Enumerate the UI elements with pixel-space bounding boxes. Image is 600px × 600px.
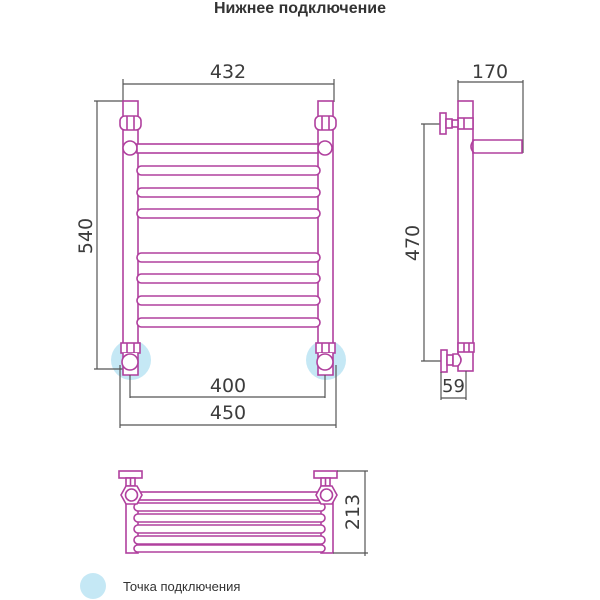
dim-400: 400	[210, 375, 246, 397]
dim-450: 450	[210, 402, 246, 424]
side-view: 170 470	[402, 61, 524, 400]
dim-540-lines	[94, 100, 124, 370]
dim-170-lines	[457, 80, 524, 153]
connection-point-swatch-icon	[80, 573, 106, 599]
legend-label: Точка подключения	[123, 578, 241, 594]
right-column	[314, 100, 337, 376]
dim-170: 170	[472, 61, 508, 83]
dim-470-lines	[421, 123, 441, 362]
front-view: 432 540	[75, 61, 346, 428]
diagram-title: Нижнее подключение	[213, 0, 387, 17]
dim-213-lines	[333, 470, 368, 556]
side-radiator	[439, 100, 523, 373]
dim-432: 432	[210, 61, 246, 83]
dim-432-lines	[122, 79, 335, 102]
dim-540: 540	[75, 218, 97, 254]
crossbars	[136, 143, 321, 328]
legend: Точка подключения	[80, 573, 240, 599]
left-column	[119, 100, 142, 376]
dim-450-lines	[119, 365, 337, 428]
dim-59-lines	[440, 371, 467, 400]
top-radiator	[118, 470, 338, 554]
dim-59: 59	[442, 376, 465, 397]
dim-400-lines	[129, 375, 326, 398]
top-view: 213	[118, 470, 368, 556]
dim-470: 470	[402, 225, 424, 261]
dim-213: 213	[342, 494, 364, 530]
